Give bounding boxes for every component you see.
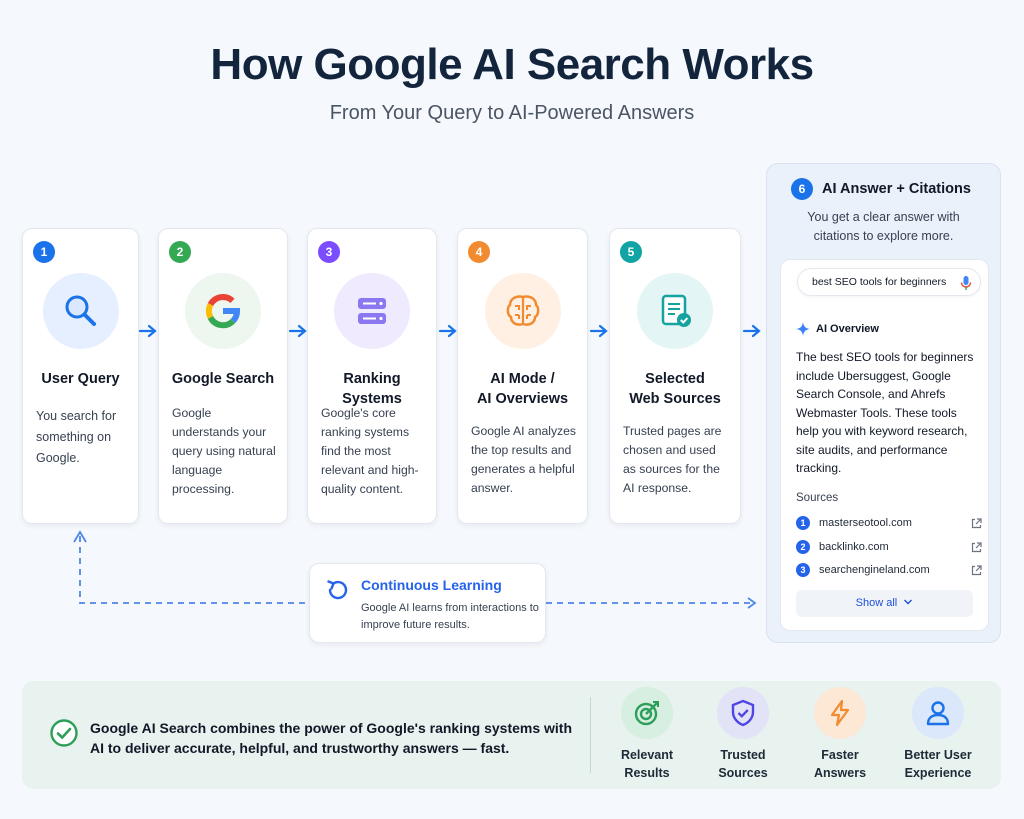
search-result-mockup: best SEO tools for beginners AI Overview… xyxy=(780,259,989,631)
ai-overview-label: AI Overview xyxy=(816,323,879,335)
check-circle-icon xyxy=(50,719,78,747)
step-card-user-query: 1 User Query You search for something on… xyxy=(22,228,139,524)
step-title: Google Search xyxy=(171,371,275,387)
page-subtitle: From Your Query to AI-Powered Answers xyxy=(329,102,695,124)
external-link-icon[interactable] xyxy=(971,517,982,529)
brain-icon xyxy=(484,273,561,349)
step-title: User Query xyxy=(41,371,120,387)
source-name: searchengineland.com xyxy=(819,564,930,576)
step-description: Google's core ranking systems find the m… xyxy=(321,406,419,496)
arrow-right-icon xyxy=(138,324,157,338)
page-title: How Google AI Search Works xyxy=(210,40,814,89)
step-title: AI Mode / AI Overviews xyxy=(476,371,569,407)
step-number-badge: 1 xyxy=(33,241,55,263)
source-name: backlinko.com xyxy=(819,541,889,553)
arrow-right-icon xyxy=(742,324,761,338)
show-all-label: Show all xyxy=(855,597,898,609)
benefit-faster-answers: Faster Answers xyxy=(792,687,888,782)
step-card-web-sources: 5 Selected Web Sources Trusted pages are… xyxy=(609,228,741,524)
source-item[interactable]: 2 backlinko.com xyxy=(796,539,982,555)
benefit-label: Better User Experience xyxy=(904,748,972,780)
learning-description: Google AI learns from interactions to im… xyxy=(361,602,539,631)
step-title: Ranking Systems xyxy=(342,371,402,407)
external-link-icon[interactable] xyxy=(971,541,982,553)
step-title: Selected Web Sources xyxy=(629,371,721,407)
source-number: 1 xyxy=(796,516,810,530)
shield-check-icon xyxy=(717,687,769,739)
divider xyxy=(590,697,591,773)
continuous-learning-box: Continuous Learning Google AI learns fro… xyxy=(309,563,546,643)
benefit-label: Relevant Results xyxy=(620,748,674,780)
show-all-button[interactable]: Show all xyxy=(796,590,973,617)
microphone-icon[interactable] xyxy=(960,275,972,291)
target-icon xyxy=(621,687,673,739)
search-query-text: best SEO tools for beginners xyxy=(812,276,947,288)
magnifier-icon xyxy=(42,273,119,349)
summary-text: Google AI Search combines the power of G… xyxy=(90,720,573,756)
sources-label: Sources xyxy=(796,492,839,504)
ai-overview-text: The best SEO tools for beginners include… xyxy=(796,350,974,475)
arrow-right-icon xyxy=(288,324,307,338)
sparkle-icon xyxy=(796,322,810,336)
source-item[interactable]: 1 masterseotool.com xyxy=(796,515,982,531)
step-number-badge: 4 xyxy=(468,241,490,263)
benefit-label: Faster Answers xyxy=(813,748,867,780)
source-number: 2 xyxy=(796,540,810,554)
answer-subtitle: You get a clear answer with citations to… xyxy=(807,210,960,243)
benefit-trusted-sources: Trusted Sources xyxy=(695,687,791,782)
answer-title: AI Answer + Citations xyxy=(822,181,971,197)
step-number-badge: 3 xyxy=(318,241,340,263)
chevron-down-icon xyxy=(904,599,913,605)
external-link-icon[interactable] xyxy=(971,564,982,576)
document-check-icon xyxy=(637,273,713,349)
step-card-ai-mode: 4 AI Mode / AI Overviews Google AI analy… xyxy=(457,228,588,524)
step-card-ranking-systems: 3 Ranking Systems Google's core ranking … xyxy=(307,228,437,524)
user-icon xyxy=(912,687,964,739)
step-number-badge: 6 xyxy=(791,178,813,200)
learning-title: Continuous Learning xyxy=(361,577,502,593)
step-description: Google AI analyzes the top results and g… xyxy=(471,424,577,495)
benefit-relevant-results: Relevant Results xyxy=(599,687,695,782)
step-description: Trusted pages are chosen and used as sou… xyxy=(623,424,722,495)
source-name: masterseotool.com xyxy=(819,517,912,529)
ai-overview-header: AI Overview xyxy=(796,322,879,336)
step-number-badge: 2 xyxy=(169,241,191,263)
arrow-right-icon xyxy=(589,324,608,338)
server-stack-icon xyxy=(334,273,410,349)
summary-bar: Google AI Search combines the power of G… xyxy=(22,681,1001,789)
source-item[interactable]: 3 searchengineland.com xyxy=(796,562,982,578)
step-description: Google understands your query using natu… xyxy=(172,406,276,496)
google-logo-icon xyxy=(185,273,261,349)
ai-answer-panel: 6 AI Answer + Citations You get a clear … xyxy=(766,163,1001,643)
source-number: 3 xyxy=(796,563,810,577)
benefit-label: Trusted Sources xyxy=(718,748,768,780)
benefit-better-experience: Better User Experience xyxy=(890,687,986,782)
step-description: You search for something on Google. xyxy=(36,409,117,465)
arrow-right-icon xyxy=(438,324,457,338)
step-number-badge: 5 xyxy=(620,241,642,263)
search-input[interactable]: best SEO tools for beginners xyxy=(797,268,981,296)
lightning-icon xyxy=(814,687,866,739)
refresh-icon xyxy=(327,580,348,600)
answer-header: 6 AI Answer + Citations xyxy=(791,178,971,200)
step-card-google-search: 2 Google Search Google understands your … xyxy=(158,228,288,524)
